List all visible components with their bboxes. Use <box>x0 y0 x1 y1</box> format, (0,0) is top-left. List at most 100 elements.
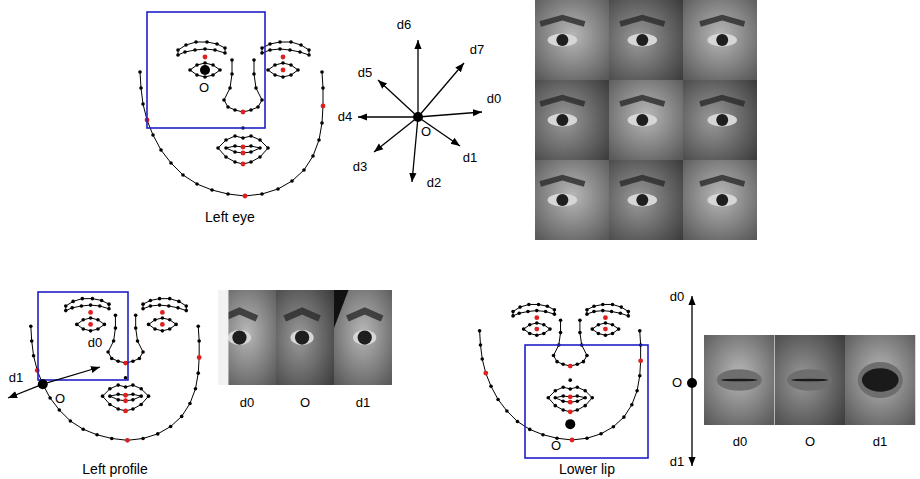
landmark-point <box>627 314 631 318</box>
landmark-point <box>585 308 589 312</box>
landmark-point <box>553 389 557 393</box>
landmark-point <box>320 70 324 74</box>
direction-arrow <box>412 117 418 182</box>
landmark-point <box>575 399 579 403</box>
landmark-point <box>289 40 293 44</box>
landmark-point <box>597 323 601 327</box>
landmark-point <box>516 420 520 424</box>
landmark-point <box>211 73 215 77</box>
landmark-point <box>568 364 572 368</box>
landmark-point <box>112 339 116 343</box>
direction-arrow <box>418 117 460 146</box>
reference-point <box>160 310 165 315</box>
eye-iris <box>716 114 728 126</box>
landmark-point <box>141 437 145 441</box>
face-landmarks <box>478 303 643 443</box>
landmark-point <box>527 303 531 307</box>
landmark-point <box>555 360 559 364</box>
landmark-point <box>108 403 112 407</box>
landmark-point <box>281 75 285 79</box>
reference-point <box>638 358 643 363</box>
landmark-point <box>561 394 565 398</box>
landmark-point <box>134 313 138 317</box>
landmark-point <box>575 408 579 412</box>
image-ground <box>276 290 334 385</box>
reference-point <box>241 145 246 150</box>
landmark-point <box>592 304 596 308</box>
landmark-point <box>81 427 85 431</box>
landmark-point <box>195 63 199 67</box>
landmark-point <box>627 310 631 314</box>
landmark-point <box>252 72 256 76</box>
reference-point <box>125 438 130 443</box>
landmark-point <box>266 68 270 72</box>
landmark-point <box>124 385 128 389</box>
landmark-point <box>298 50 302 54</box>
landmark-point <box>260 46 264 50</box>
eye-iris <box>556 114 568 126</box>
landmark-point <box>131 359 135 363</box>
landmark-point <box>70 306 74 310</box>
eye-iris <box>232 330 246 344</box>
reference-point <box>281 55 286 60</box>
landmark-point <box>116 383 120 387</box>
landmark-point <box>124 399 128 403</box>
eyebrow-shade <box>540 178 584 184</box>
landmark-point <box>517 311 521 315</box>
landmark-point <box>218 68 222 72</box>
patch-window <box>147 12 265 128</box>
landmark-point <box>131 398 135 402</box>
landmark-point <box>252 58 256 62</box>
landmark-point <box>528 428 532 432</box>
landmark-point <box>290 179 294 183</box>
landmark-contour <box>103 385 149 411</box>
direction-label: d0 <box>88 336 102 350</box>
direction-label: d1 <box>463 151 477 165</box>
landmark-point <box>288 48 292 52</box>
landmark-point <box>256 105 260 109</box>
landmark-point <box>226 105 230 109</box>
landmark-point <box>296 68 300 72</box>
landmark-point <box>141 102 145 106</box>
landmark-point <box>601 303 605 307</box>
landmark-point <box>535 333 539 337</box>
direction-label: O <box>551 439 561 453</box>
landmark-point <box>542 332 546 336</box>
direction-label: O <box>300 396 310 410</box>
direction-label: d0 <box>240 396 254 410</box>
landmark-point <box>544 310 548 314</box>
landmark-contour <box>587 304 628 315</box>
direction-label: d0 <box>733 435 747 449</box>
eye-white <box>228 330 251 345</box>
image-ground <box>683 160 757 240</box>
direction-arrow <box>418 112 482 117</box>
face-patch-image <box>276 290 334 385</box>
landmark-contour <box>108 315 125 363</box>
landmark-point <box>158 297 162 301</box>
landmark-point <box>542 323 546 327</box>
landmark-point <box>159 148 163 152</box>
landmark-point <box>176 48 180 52</box>
eye-white <box>707 34 737 47</box>
landmark-point <box>168 318 172 322</box>
landmark-point <box>258 146 262 150</box>
landmark-point <box>196 371 200 375</box>
landmark-point <box>167 304 171 308</box>
reference-point <box>603 315 608 320</box>
eyebrow-shade <box>700 178 744 184</box>
landmark-point <box>528 332 532 336</box>
landmark-point <box>568 400 572 404</box>
landmark-point <box>611 323 615 327</box>
face-patch-image <box>609 0 683 80</box>
reference-point <box>568 409 573 414</box>
eye-white <box>291 330 314 345</box>
reference-point <box>568 394 573 399</box>
landmark-point <box>484 371 488 375</box>
landmark-point <box>153 318 157 322</box>
landmark-point <box>635 389 639 393</box>
landmark-point <box>98 304 102 308</box>
landmark-point <box>197 356 201 360</box>
landmark-point <box>147 394 151 398</box>
